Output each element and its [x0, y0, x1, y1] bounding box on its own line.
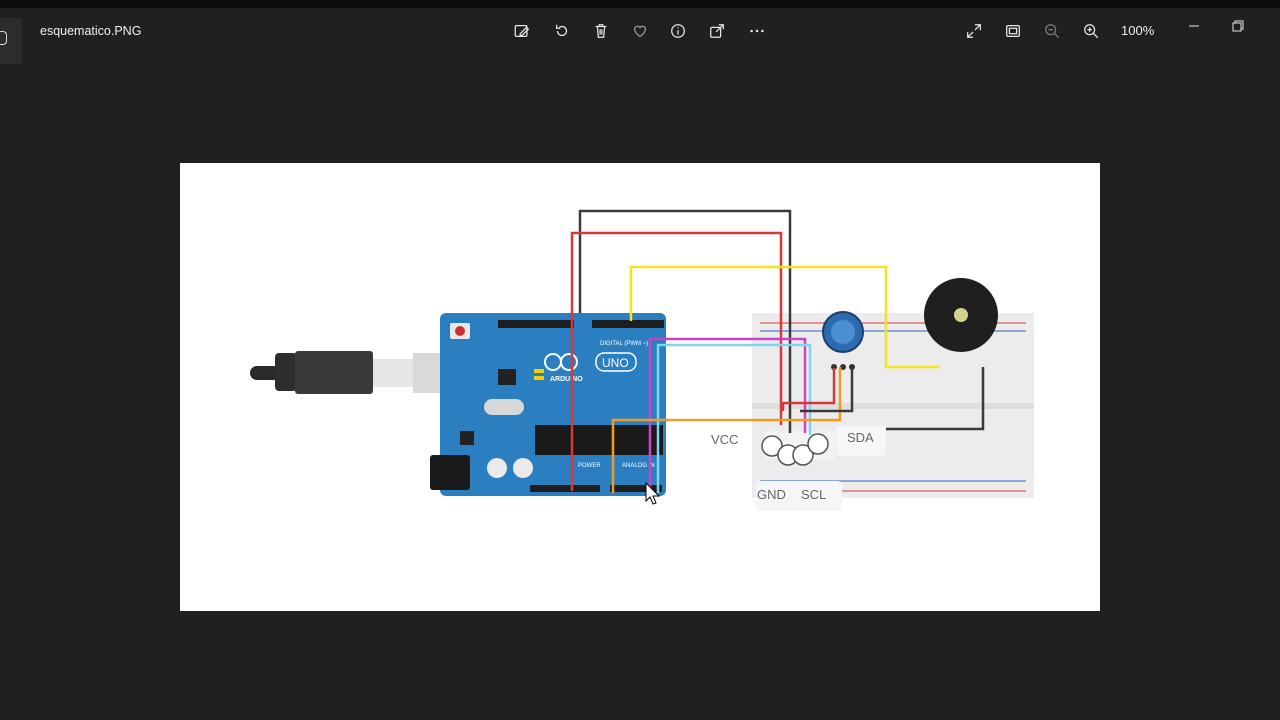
power-label: POWER: [578, 463, 601, 469]
zoom-out-icon[interactable]: [1037, 16, 1067, 46]
share-icon[interactable]: [702, 16, 732, 46]
fullscreen-icon[interactable]: [959, 16, 989, 46]
board-brand: ARDUINO: [550, 376, 583, 383]
zoom-level[interactable]: 100%: [1121, 23, 1155, 38]
mouse-cursor-icon: [645, 481, 661, 505]
board-model: UNO: [602, 356, 629, 370]
breadboard: [752, 313, 1034, 498]
restore-icon[interactable]: [1223, 14, 1253, 38]
zoom-in-icon[interactable]: [1076, 16, 1106, 46]
vcc-label: VCC: [711, 432, 738, 447]
more-icon[interactable]: [742, 16, 772, 46]
sidebar-toggle[interactable]: [0, 18, 22, 64]
buzzer: [924, 278, 998, 352]
rotate-icon[interactable]: [547, 16, 577, 46]
schematic-image: DIGITAL (PWM ~) ARDUINO UNO POWER ANALOG…: [250, 209, 1034, 511]
minimize-icon[interactable]: [1179, 14, 1209, 38]
wires: [570, 209, 985, 493]
fit-to-window-icon[interactable]: [998, 16, 1028, 46]
i2c-connector: [756, 426, 886, 511]
gnd-label: GND: [757, 487, 786, 502]
image-canvas: DIGITAL (PWM ~) ARDUINO UNO POWER ANALOG…: [180, 163, 1100, 611]
analog-label: ANALOG IN: [622, 463, 655, 469]
usb-cable: [250, 351, 473, 394]
delete-icon[interactable]: [586, 16, 616, 46]
digital-pins-label: DIGITAL (PWM ~): [600, 341, 648, 347]
info-icon[interactable]: [663, 16, 693, 46]
window-top-strip: [0, 0, 1280, 8]
edit-image-icon[interactable]: [507, 16, 537, 46]
scl-label: SCL: [801, 487, 826, 502]
file-name: esquematico.PNG: [40, 24, 142, 38]
favorite-icon[interactable]: [625, 16, 655, 46]
title-bar: esquematico.PNG 100%: [0, 8, 1280, 64]
arduino-board: DIGITAL (PWM ~) ARDUINO UNO POWER ANALOG…: [430, 313, 666, 496]
potentiometer: [822, 311, 864, 370]
sda-label: SDA: [847, 430, 874, 445]
